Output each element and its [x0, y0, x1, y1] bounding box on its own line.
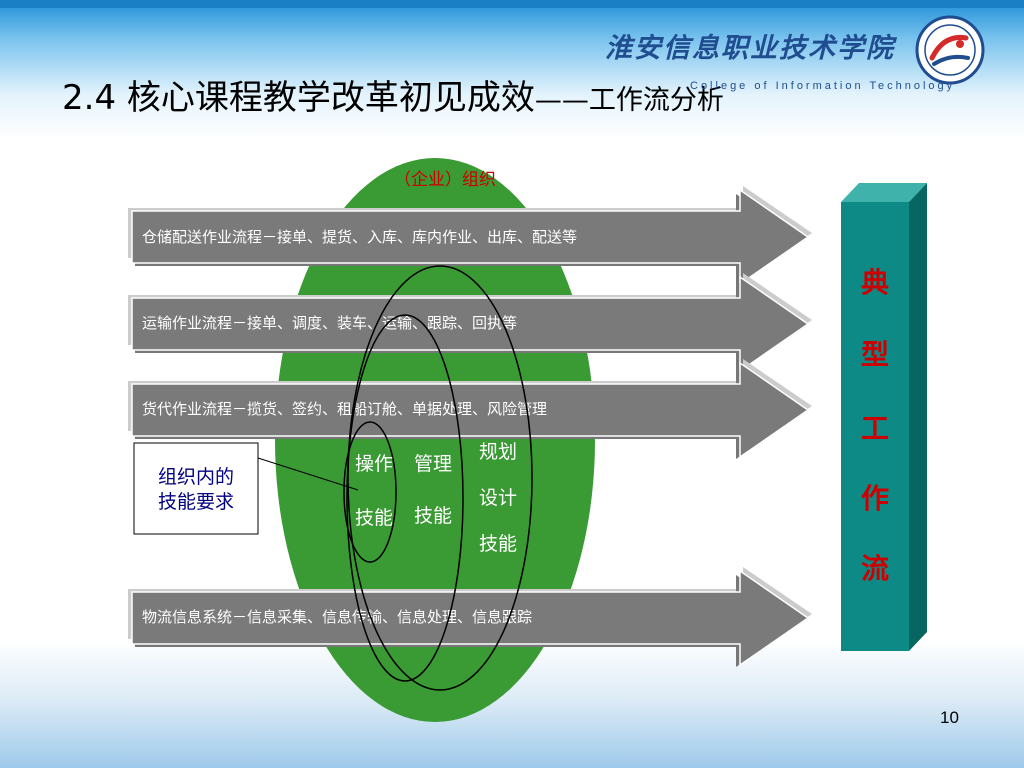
callout-connector — [257, 457, 359, 491]
callout-text-line2: 技能要求 — [158, 491, 234, 513]
skill-ellipse-management — [346, 314, 464, 682]
workflow-arrow-label: 货代作业流程－揽货、签约、租船订舱、单据处理、风险管理 — [142, 400, 547, 418]
organization-label: （企业）组织 — [394, 170, 496, 190]
skill-planning-1: 规划 — [479, 441, 517, 463]
pillar-char: 工 — [861, 412, 889, 445]
skill-operation-top: 操作 — [355, 453, 393, 475]
workflow-arrow-information-system: 物流信息系统－信息采集、信息传输、信息处理、信息跟踪 — [128, 567, 812, 667]
skill-management-bottom: 技能 — [414, 505, 452, 527]
callout-box — [133, 442, 259, 535]
pillar-char: 典 — [861, 266, 889, 299]
school-logo-icon — [915, 15, 985, 85]
pillar-char: 流 — [861, 552, 889, 585]
page-number: 10 — [940, 708, 959, 727]
skill-ellipse-operation — [343, 421, 397, 563]
workflow-arrow-label: 运输作业流程－接单、调度、装车、运输、跟踪、回执等 — [142, 314, 517, 332]
workflow-arrow-label: 物流信息系统－信息采集、信息传输、信息处理、信息跟踪 — [142, 608, 532, 626]
skill-planning-2: 设计 — [479, 487, 517, 509]
pillar-char: 型 — [861, 338, 889, 371]
workflow-arrow-warehouse: 仓储配送作业流程－接单、提货、入库、库内作业、出库、配送等 — [128, 186, 812, 286]
header-band — [0, 0, 1024, 8]
workflow-arrow-label: 仓储配送作业流程－接单、提货、入库、库内作业、出库、配送等 — [142, 228, 577, 246]
slide-title-main: 2.4 核心课程教学改革初见成效 — [62, 78, 535, 118]
skill-planning-3: 技能 — [479, 533, 517, 555]
pillar-char: 作 — [861, 482, 889, 515]
typical-workflow-pillar: 典 型 工 作 流 — [841, 183, 927, 651]
slide-title: 2.4 核心课程教学改革初见成效——工作流分析 — [62, 70, 724, 119]
slide-title-sub: ——工作流分析 — [534, 85, 724, 116]
workflow-arrow-transport: 运输作业流程－接单、调度、装车、运输、跟踪、回执等 — [128, 273, 812, 373]
school-name-cn: 淮安信息职业技术学院 — [605, 33, 895, 64]
skill-operation-bottom: 技能 — [355, 507, 393, 529]
callout-text-line1: 组织内的 — [158, 466, 234, 488]
workflow-arrow-forwarding: 货代作业流程－揽货、签约、租船订舱、单据处理、风险管理 — [128, 359, 812, 459]
school-name-en: College of Information Technology — [690, 80, 956, 92]
skill-management-top: 管理 — [414, 453, 452, 475]
